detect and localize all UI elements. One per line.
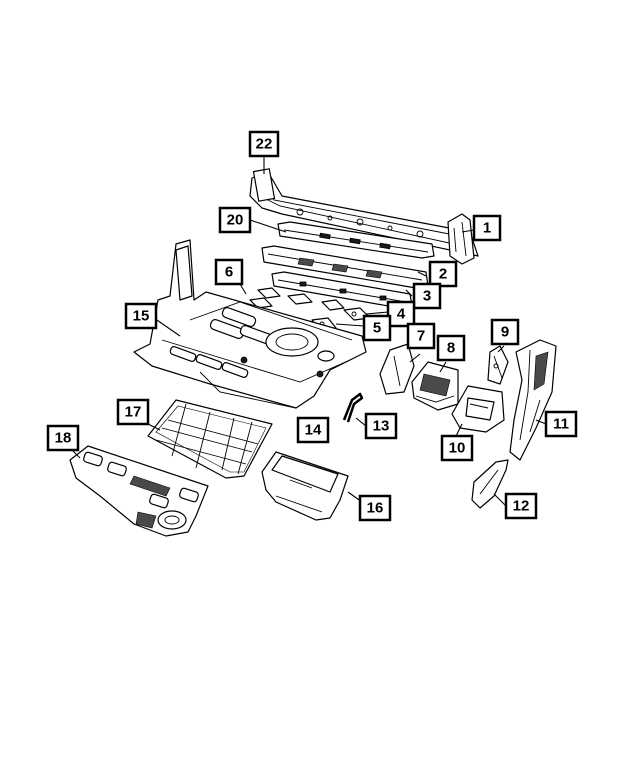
leader-4 (365, 311, 389, 315)
svg-text:11: 11 (553, 416, 569, 433)
part-trim-12 (471, 459, 509, 509)
leader-20 (249, 219, 287, 233)
callout-5: 5 (362, 314, 392, 342)
svg-text:14: 14 (305, 422, 322, 439)
svg-text:4: 4 (397, 306, 406, 323)
callout-14: 14 (296, 416, 330, 444)
leader-3 (405, 289, 413, 297)
callout-15: 15 (124, 302, 158, 330)
part-hinge-9 (487, 345, 509, 385)
leader-15 (153, 317, 181, 337)
callout-16: 16 (358, 494, 392, 522)
callout-10: 10 (440, 434, 474, 462)
svg-text:3: 3 (423, 288, 431, 305)
part-end-bracket-1 (447, 213, 475, 265)
svg-text:10: 10 (449, 440, 466, 457)
callout-11: 11 (544, 410, 578, 438)
svg-text:5: 5 (373, 320, 381, 337)
part-storage-bin-16 (261, 451, 349, 521)
leader-7 (409, 353, 421, 363)
svg-text:7: 7 (417, 328, 425, 345)
svg-text:13: 13 (373, 418, 390, 435)
leader-11 (535, 419, 547, 425)
callout-4: 4 (386, 300, 416, 328)
callout-6: 6 (214, 258, 244, 286)
callout-20: 20 (218, 206, 252, 234)
leader-10 (455, 423, 463, 437)
part-bracket-7 (379, 343, 415, 395)
part-rail-20 (277, 221, 435, 259)
svg-text:12: 12 (513, 498, 530, 515)
svg-text:18: 18 (55, 430, 72, 447)
callout-13: 13 (364, 412, 398, 440)
svg-text:22: 22 (256, 136, 273, 153)
callout-12: 12 (504, 492, 538, 520)
part-floor-mat-17 (147, 399, 273, 479)
svg-text:2: 2 (439, 266, 447, 283)
part-side-panel-11 (509, 339, 557, 461)
callout-18: 18 (46, 424, 80, 452)
leader-2 (417, 271, 427, 277)
callout-1: 1 (472, 214, 502, 242)
part-crossmember-22 (249, 168, 479, 257)
callout-9: 9 (490, 318, 520, 346)
svg-text:1: 1 (483, 220, 491, 237)
part-bin-8 (411, 361, 459, 411)
leader-5 (335, 323, 365, 327)
part-front-panel-18 (69, 445, 209, 537)
svg-text:6: 6 (225, 264, 233, 281)
svg-text:15: 15 (133, 308, 150, 325)
svg-text:17: 17 (125, 404, 142, 421)
leader-9 (497, 345, 505, 353)
part-tub-10 (451, 385, 505, 433)
svg-text:9: 9 (501, 324, 509, 341)
svg-text:16: 16 (367, 500, 384, 517)
callout-3: 3 (412, 282, 442, 310)
leader-17 (147, 423, 161, 431)
leader-6 (239, 283, 247, 295)
callout-7: 7 (406, 322, 436, 350)
leader-13 (355, 417, 367, 427)
callout-17: 17 (116, 398, 150, 426)
callout-22: 22 (248, 130, 280, 158)
svg-text:8: 8 (447, 340, 455, 357)
leader-12 (493, 493, 507, 507)
leader-8 (439, 361, 447, 373)
part-rod-13 (342, 392, 364, 423)
callout-8: 8 (436, 334, 466, 362)
part-floor-pan-15 (133, 239, 367, 409)
svg-text:20: 20 (227, 212, 244, 229)
callout-2: 2 (428, 260, 458, 288)
leader-1 (461, 229, 475, 233)
